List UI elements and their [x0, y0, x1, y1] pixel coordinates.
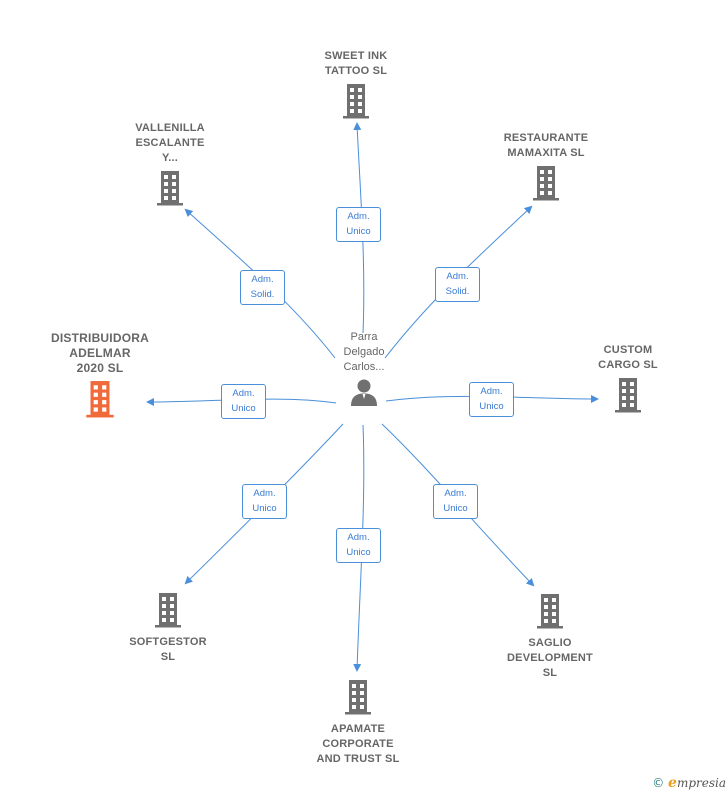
company-name-line: SL [542, 667, 558, 679]
copyright-icon: © [652, 776, 665, 790]
company-name-line: SOFTGESTOR [129, 636, 207, 648]
relation-label-distribuidora[interactable]: Adm.Unico [221, 384, 266, 419]
person-name-line-3: Carlos... [343, 361, 385, 373]
company-name-line: VALLENILLA [135, 122, 205, 134]
company-name-line: DISTRIBUIDORA [51, 331, 149, 345]
company-name-line: DEVELOPMENT [507, 652, 593, 664]
building-icon [615, 378, 641, 413]
person-name-line-1: Parra [350, 331, 378, 343]
person-name-line-2: Delgado [343, 346, 385, 358]
brand-initial: e [668, 775, 677, 791]
relation-label-vallenilla[interactable]: Adm.Solid. [240, 270, 285, 305]
company-name-line: MAMAXITA SL [507, 147, 585, 159]
relation-label-apamate[interactable]: Adm.Unico [336, 528, 381, 563]
brand-name: mpresia [676, 776, 726, 790]
company-node-softgestor[interactable]: SOFTGESTOR SL [108, 592, 228, 665]
company-name-line: CORPORATE [322, 738, 394, 750]
person-icon [351, 379, 377, 406]
company-node-sweet-ink[interactable]: SWEET INK TATTOO SL [296, 49, 416, 124]
company-name-line: Y... [161, 152, 179, 164]
company-name-line: ESCALANTE [135, 137, 205, 149]
empresia-watermark: © empresia [652, 775, 726, 791]
building-icon [343, 84, 369, 119]
company-name-line: SL [160, 651, 176, 663]
building-icon-main [86, 381, 114, 418]
company-name-line: RESTAURANTE [503, 132, 589, 144]
building-icon [537, 594, 563, 629]
relation-label-softgestor[interactable]: Adm.Unico [242, 484, 287, 519]
building-icon [155, 593, 181, 628]
relation-label-saglio[interactable]: Adm.Unico [433, 484, 478, 519]
company-name-line: AND TRUST SL [316, 753, 400, 765]
relation-label-restaurante[interactable]: Adm.Solid. [435, 267, 480, 302]
building-icon [345, 680, 371, 715]
company-name-line: CUSTOM [603, 344, 653, 356]
company-node-saglio[interactable]: SAGLIO DEVELOPMENT SL [490, 593, 610, 681]
company-node-vallenilla[interactable]: VALLENILLA ESCALANTE Y... [110, 121, 230, 211]
company-name-line: ADELMAR [69, 346, 131, 360]
company-node-custom-cargo[interactable]: CUSTOM CARGO SL [568, 343, 688, 418]
company-node-restaurante[interactable]: RESTAURANTE MAMAXITA SL [486, 131, 606, 206]
company-node-distribuidora[interactable]: DISTRIBUIDORA ADELMAR 2020 SL [38, 331, 162, 423]
company-node-apamate[interactable]: APAMATE CORPORATE AND TRUST SL [298, 679, 418, 767]
building-icon [157, 171, 183, 206]
company-name-line: APAMATE [330, 723, 386, 735]
company-name-line: TATTOO SL [324, 65, 388, 77]
company-name-line: SAGLIO [528, 637, 572, 649]
building-icon [533, 166, 559, 201]
relation-label-custom-cargo[interactable]: Adm.Unico [469, 382, 514, 417]
company-name-line: CARGO SL [598, 359, 658, 371]
relation-label-sweet-ink[interactable]: Adm.Unico [336, 207, 381, 242]
company-name-line: SWEET INK [324, 50, 388, 62]
company-name-line: 2020 SL [76, 361, 124, 375]
person-node[interactable]: Parra Delgado Carlos... [314, 330, 414, 412]
